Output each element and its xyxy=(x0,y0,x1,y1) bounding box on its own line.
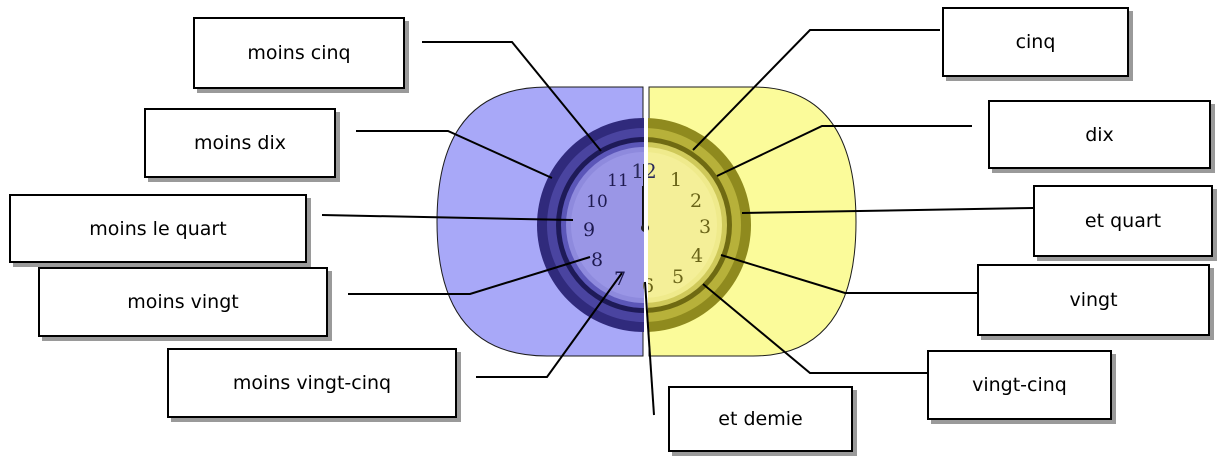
leader-line-moins-cinq xyxy=(422,41,602,152)
leader-line-et-quart xyxy=(741,207,1034,214)
clock-numeral-5: 5 xyxy=(672,266,684,288)
label-cinq: cinq xyxy=(942,7,1129,77)
leader-line-cinq xyxy=(692,29,940,151)
label-vingt: vingt xyxy=(977,264,1210,336)
label-moins-vingt-cinq: moins vingt-cinq xyxy=(167,348,457,418)
leader-lines xyxy=(321,29,1034,416)
label-moins-cinq: moins cinq xyxy=(193,17,405,89)
leader-line-moins-vingt xyxy=(348,256,591,295)
label-dix: dix xyxy=(988,100,1211,169)
leader-line-et-demie xyxy=(644,281,655,416)
leader-line-dix xyxy=(716,125,972,177)
label-et-quart: et quart xyxy=(1033,185,1213,257)
clock-numeral-7: 7 xyxy=(614,268,626,290)
label-moins-dix: moins dix xyxy=(144,108,336,178)
clock-numeral-1: 1 xyxy=(670,169,682,191)
label-vingt-cinq: vingt-cinq xyxy=(927,350,1112,420)
clock-numeral-8: 8 xyxy=(591,249,603,271)
leader-line-moins-le-quart xyxy=(321,214,574,221)
clock-numeral-2: 2 xyxy=(690,190,702,212)
clock-numeral-11: 11 xyxy=(607,171,629,191)
leader-line-moins-vingt-cinq xyxy=(476,272,623,378)
leader-line-moins-dix xyxy=(356,130,553,179)
label-moins-le-quart: moins le quart xyxy=(9,194,307,263)
leader-line-vingt-cinq xyxy=(702,283,927,374)
clock-numeral-9: 9 xyxy=(583,219,595,241)
label-moins-vingt: moins vingt xyxy=(38,267,328,337)
leader-line-vingt xyxy=(720,254,977,294)
label-et-demie: et demie xyxy=(668,386,853,452)
clock-numeral-3: 3 xyxy=(699,216,711,238)
clock-numeral-10: 10 xyxy=(586,192,608,212)
clock: 12 1 2 3 4 5 6 7 8 9 10 11 xyxy=(537,118,751,332)
clock-numeral-4: 4 xyxy=(691,245,703,267)
